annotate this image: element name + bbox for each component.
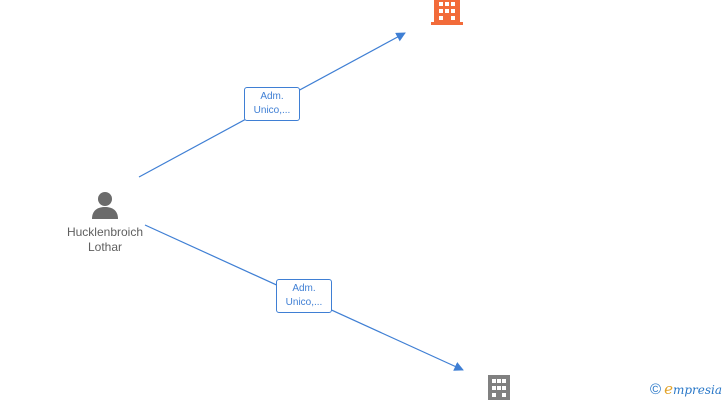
building-icon[interactable] <box>486 374 512 400</box>
person-icon[interactable] <box>90 190 120 220</box>
person-name-line1: Hucklenbroich <box>66 225 144 239</box>
edge-label-top[interactable]: Adm. Unico,... <box>244 87 300 121</box>
person-name[interactable]: Hucklenbroich Lothar <box>45 225 165 255</box>
brand-logo: empresia <box>664 380 722 398</box>
edge-label-line1: Adm. <box>260 91 284 102</box>
edge-label-line1: Adm. <box>292 283 316 294</box>
brand-rest: mpresia <box>672 383 723 397</box>
brand-first-letter: e <box>664 380 673 398</box>
edge-label-bottom[interactable]: Adm. Unico,... <box>276 279 332 313</box>
edge-label-line2: Unico,... <box>253 105 291 116</box>
copyright-symbol: © <box>650 380 662 398</box>
building-icon[interactable] <box>431 0 463 25</box>
person-name-line2: Lothar <box>87 240 123 254</box>
edge-label-line2: Unico,... <box>285 297 323 308</box>
watermark: © empresia <box>650 379 722 399</box>
